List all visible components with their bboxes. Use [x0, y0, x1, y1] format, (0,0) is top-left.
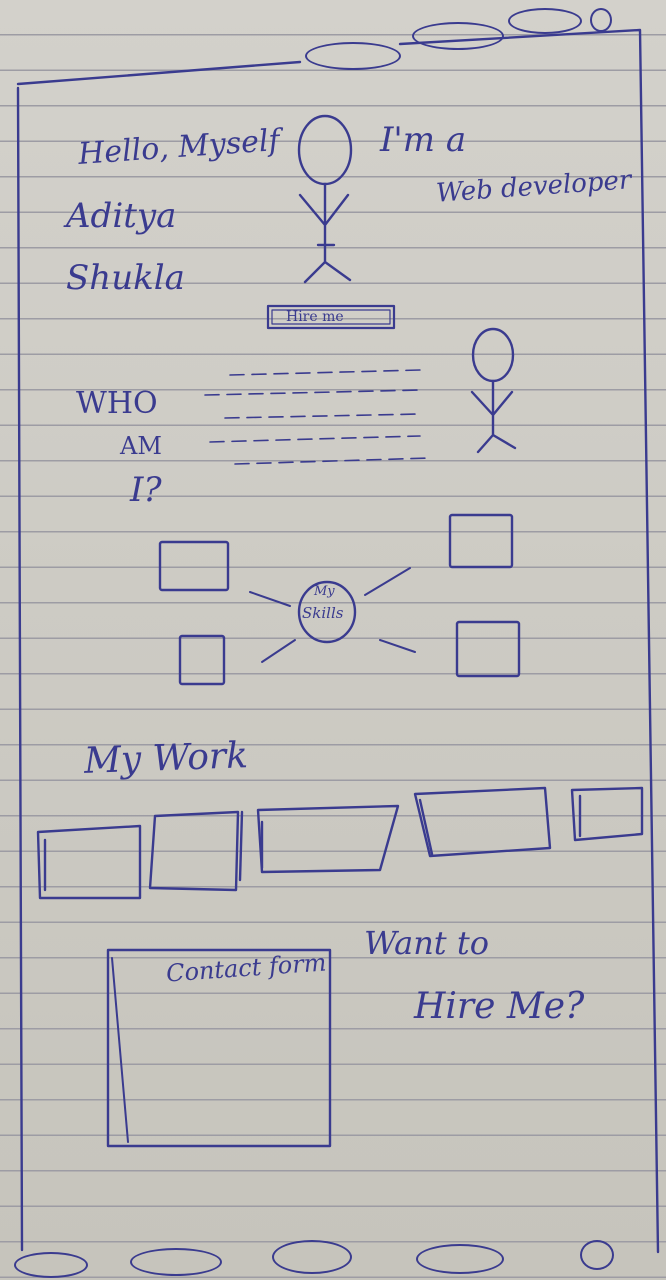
- skills-connectors: [249, 567, 416, 663]
- contact-cta-line2[interactable]: Hire Me?: [414, 986, 585, 1027]
- binder-hole: [412, 22, 504, 50]
- about-heading-line3: I?: [130, 470, 162, 510]
- skills-label-line1: My: [314, 584, 335, 599]
- binder-hole: [508, 8, 582, 34]
- hero-stick-figure-icon: [297, 114, 353, 284]
- about-text-placeholder: [204, 369, 431, 465]
- skills-label-line2: Skills: [302, 604, 344, 622]
- skills-hub-circle: [297, 580, 357, 644]
- skill-box: [448, 513, 514, 569]
- binder-hole: [305, 42, 401, 70]
- hero-first-name: Aditya: [66, 196, 177, 236]
- hero-last-name: Shukla: [66, 258, 185, 298]
- binder-hole: [14, 1252, 88, 1278]
- about-stick-figure-icon: [470, 327, 517, 454]
- binder-hole: [130, 1248, 222, 1276]
- hire-button-outline: [266, 304, 396, 330]
- contact-cta-line1: Want to: [364, 924, 489, 962]
- skill-box: [158, 540, 230, 592]
- hero-role-line1: I'm a: [380, 120, 467, 160]
- hire-me-button[interactable]: Hire me: [286, 309, 344, 325]
- binder-hole: [416, 1244, 504, 1274]
- binder-hole: [272, 1240, 352, 1274]
- binder-hole: [580, 1240, 614, 1270]
- about-heading-line2: AM: [120, 432, 162, 460]
- about-heading-line1: WHO: [76, 386, 158, 421]
- work-carousel-boxes: [36, 786, 644, 900]
- contact-form-box: [106, 948, 332, 1148]
- page-frame: [16, 28, 660, 1254]
- binder-hole: [590, 8, 612, 32]
- skill-box: [178, 634, 226, 686]
- work-heading: My Work: [83, 735, 249, 782]
- skill-box: [455, 620, 521, 678]
